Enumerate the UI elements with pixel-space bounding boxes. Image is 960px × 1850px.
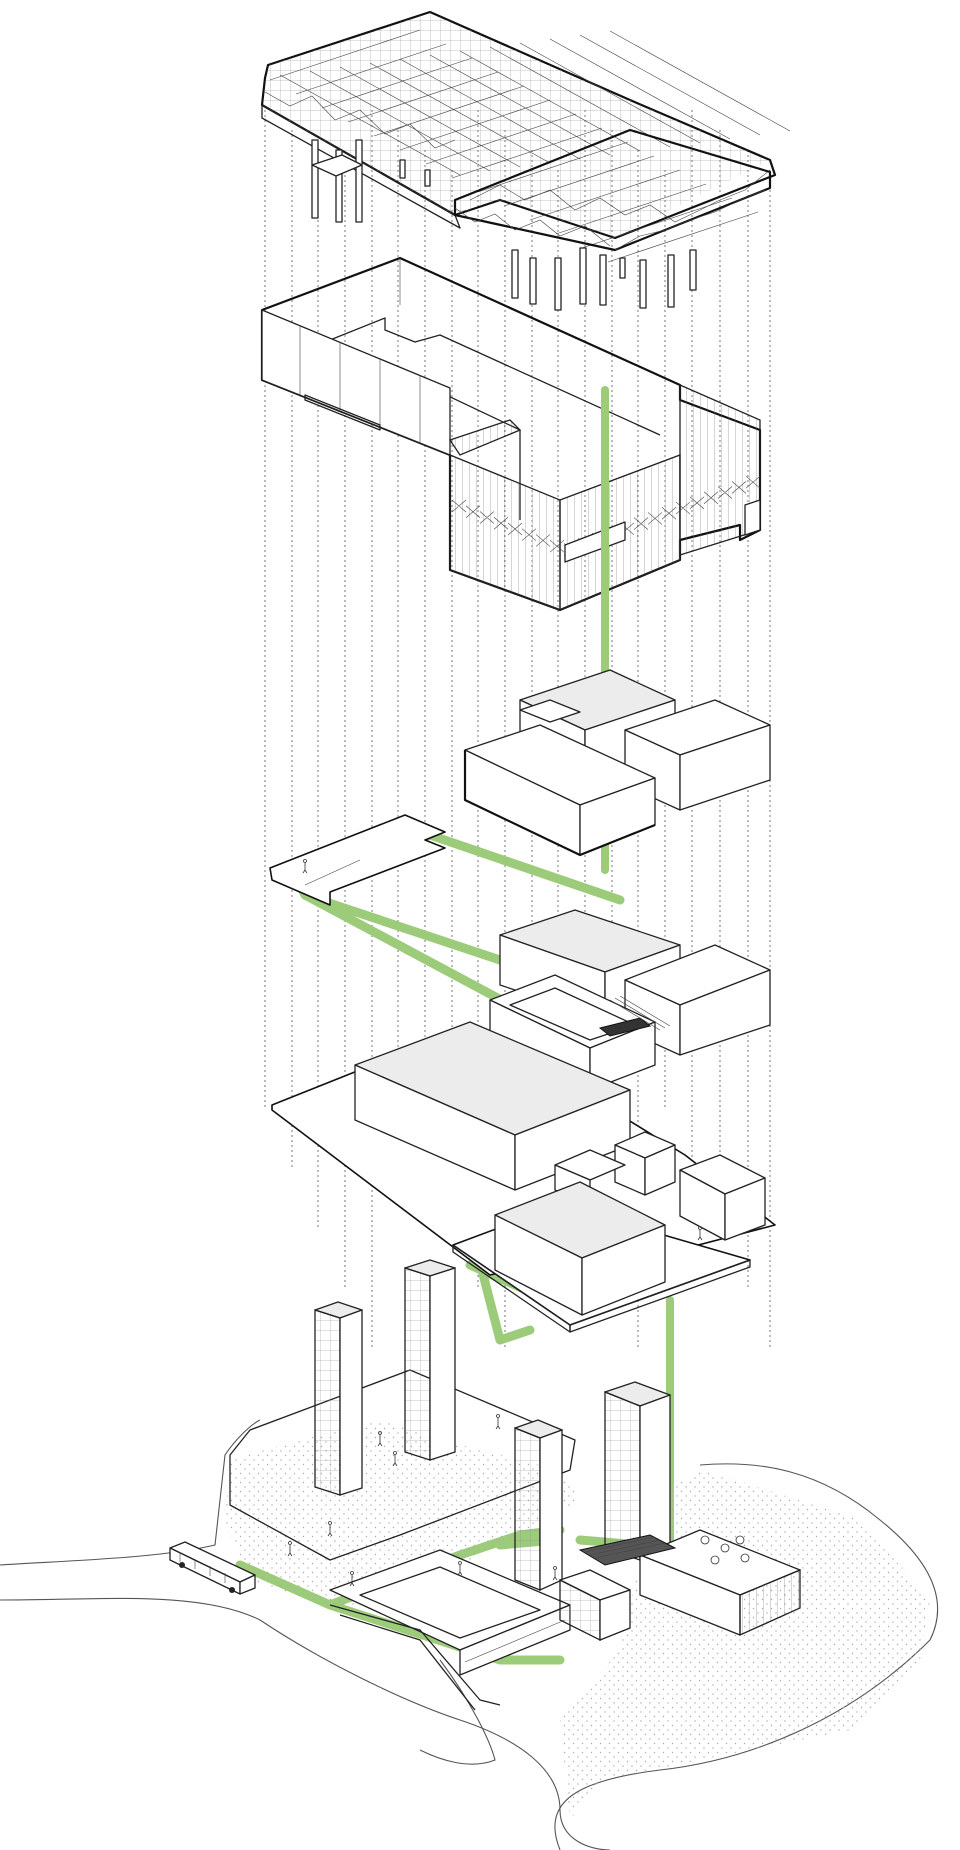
- roof-grid-line: [321, 57, 473, 109]
- roof-grid-line: [555, 183, 707, 235]
- roof-grid-line: [347, 71, 499, 123]
- roof-grid-line: [399, 58, 581, 160]
- facade-envelope: [260, 256, 762, 612]
- roof-grid-line: [309, 70, 491, 172]
- roof-grid-line: [279, 74, 461, 176]
- roof-grid-line: [579, 34, 761, 136]
- mezzanine-walkway-level: [269, 814, 446, 906]
- roof-grid-line: [295, 43, 447, 95]
- roof-grid-line: [607, 211, 759, 263]
- roof-grid-line: [451, 127, 603, 179]
- upper-volumes: [463, 669, 771, 857]
- roof-grid-line: [425, 113, 577, 165]
- roof-grid-line: [477, 141, 629, 193]
- roof-grid-line: [459, 50, 641, 152]
- cafe-tables: [700, 1535, 750, 1565]
- roof-grid-line: [399, 99, 551, 151]
- roof-grid-line: [519, 42, 701, 144]
- roof-grid-line: [373, 85, 525, 137]
- people-figures: [287, 859, 703, 1587]
- roof-grid-line: [339, 66, 521, 168]
- roof-grid-line: [369, 62, 551, 164]
- roof-space-frame: [260, 10, 791, 311]
- roof-grid-line: [609, 30, 791, 132]
- ground-plaza: [0, 859, 939, 1850]
- roof-grid-line: [529, 169, 681, 221]
- podium-volumes: [271, 1021, 776, 1333]
- bus-icon: [169, 1541, 256, 1595]
- roof-grid-line: [489, 46, 671, 148]
- roof-grid-line: [549, 38, 731, 140]
- roof-grid-line: [269, 29, 421, 81]
- roof-grid-lines: [269, 29, 791, 263]
- roof-grid-line: [503, 155, 655, 207]
- roof-grid-line: [429, 54, 611, 156]
